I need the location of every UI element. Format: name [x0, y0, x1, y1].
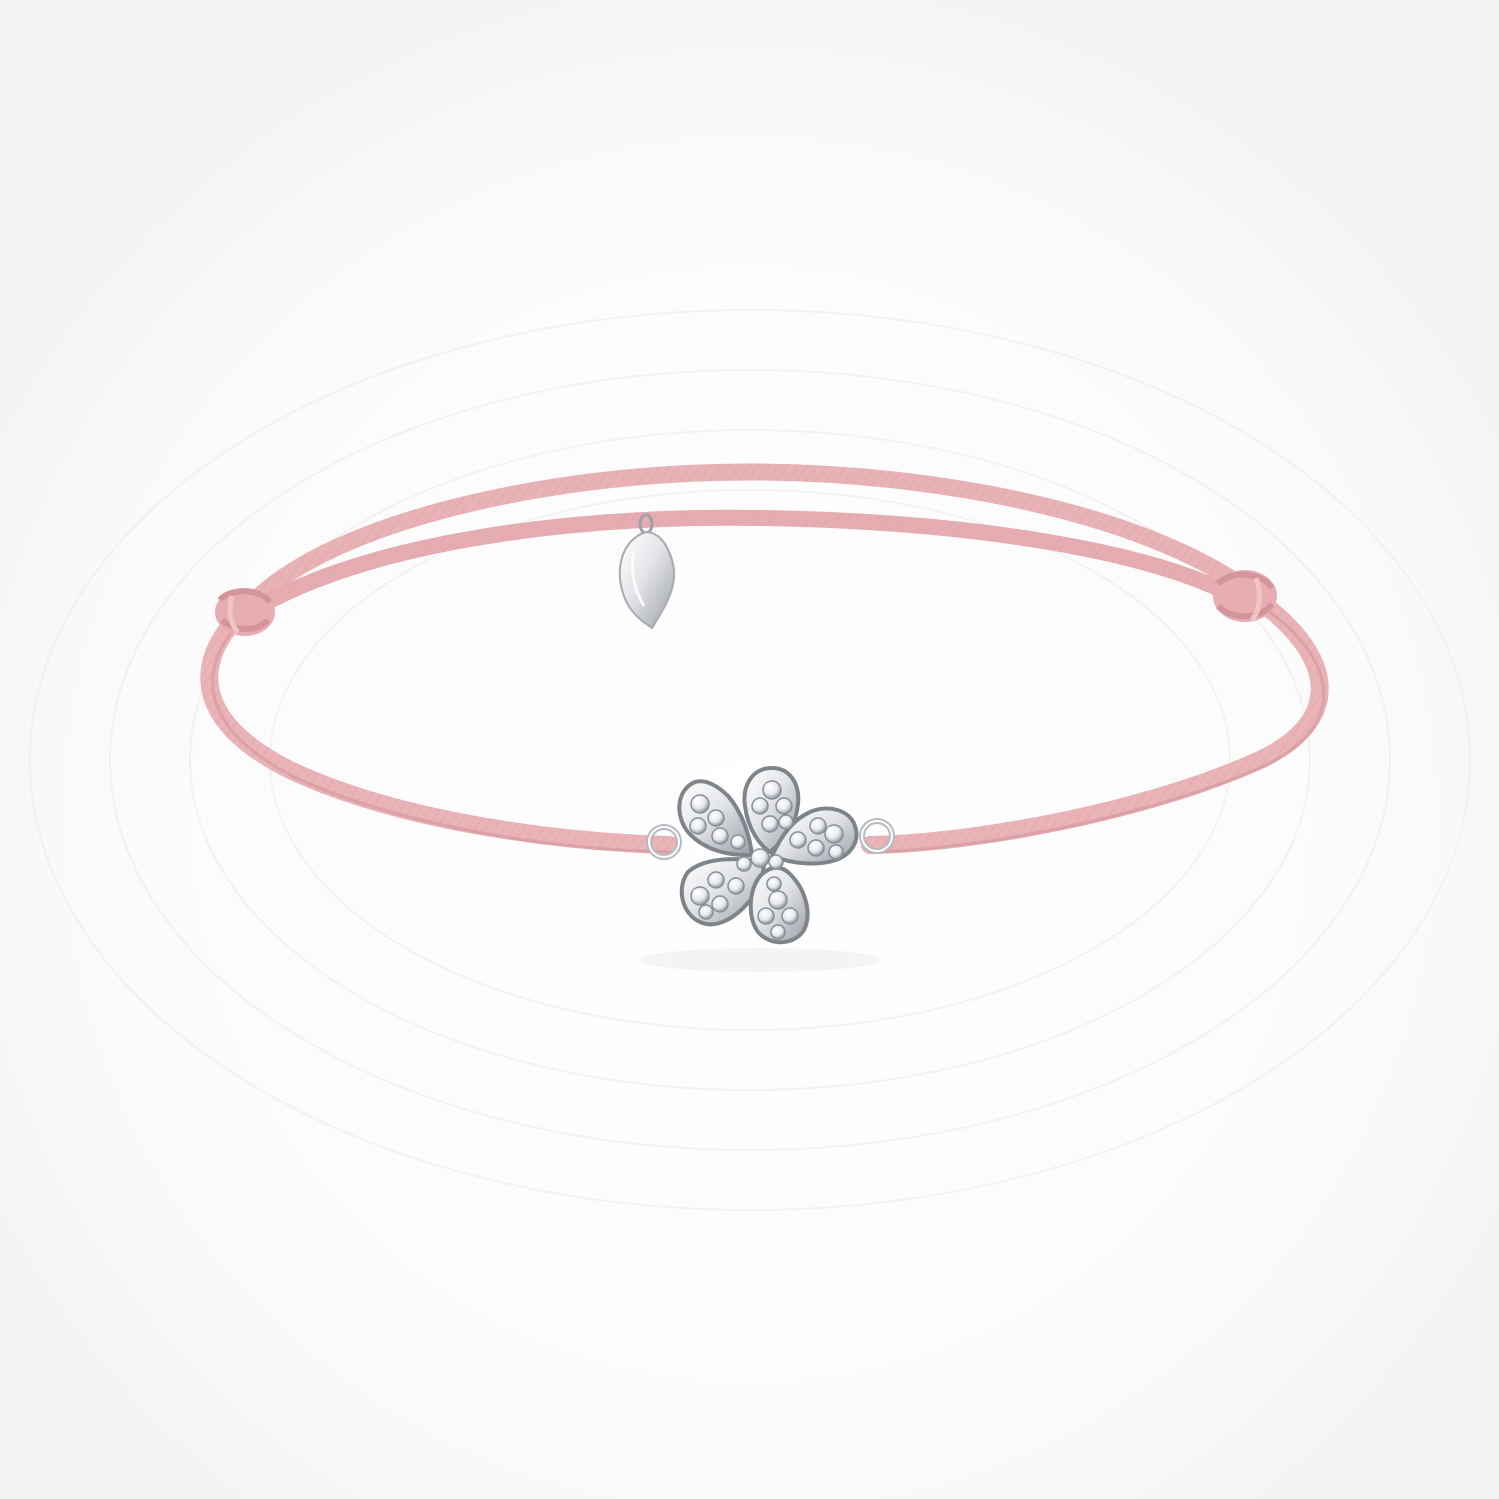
- left-slip-knot: [215, 588, 275, 636]
- right-slip-knot: [1213, 570, 1277, 622]
- flower-highlights: [693, 783, 833, 899]
- heart-tag: [618, 513, 676, 630]
- charm-left-ring: [646, 824, 682, 860]
- cord: [200, 463, 1329, 854]
- charm-right-ring: [859, 818, 895, 854]
- flower-charm: [646, 765, 895, 945]
- background-ripples: [29, 309, 1471, 1211]
- ground-shadow: [640, 948, 880, 972]
